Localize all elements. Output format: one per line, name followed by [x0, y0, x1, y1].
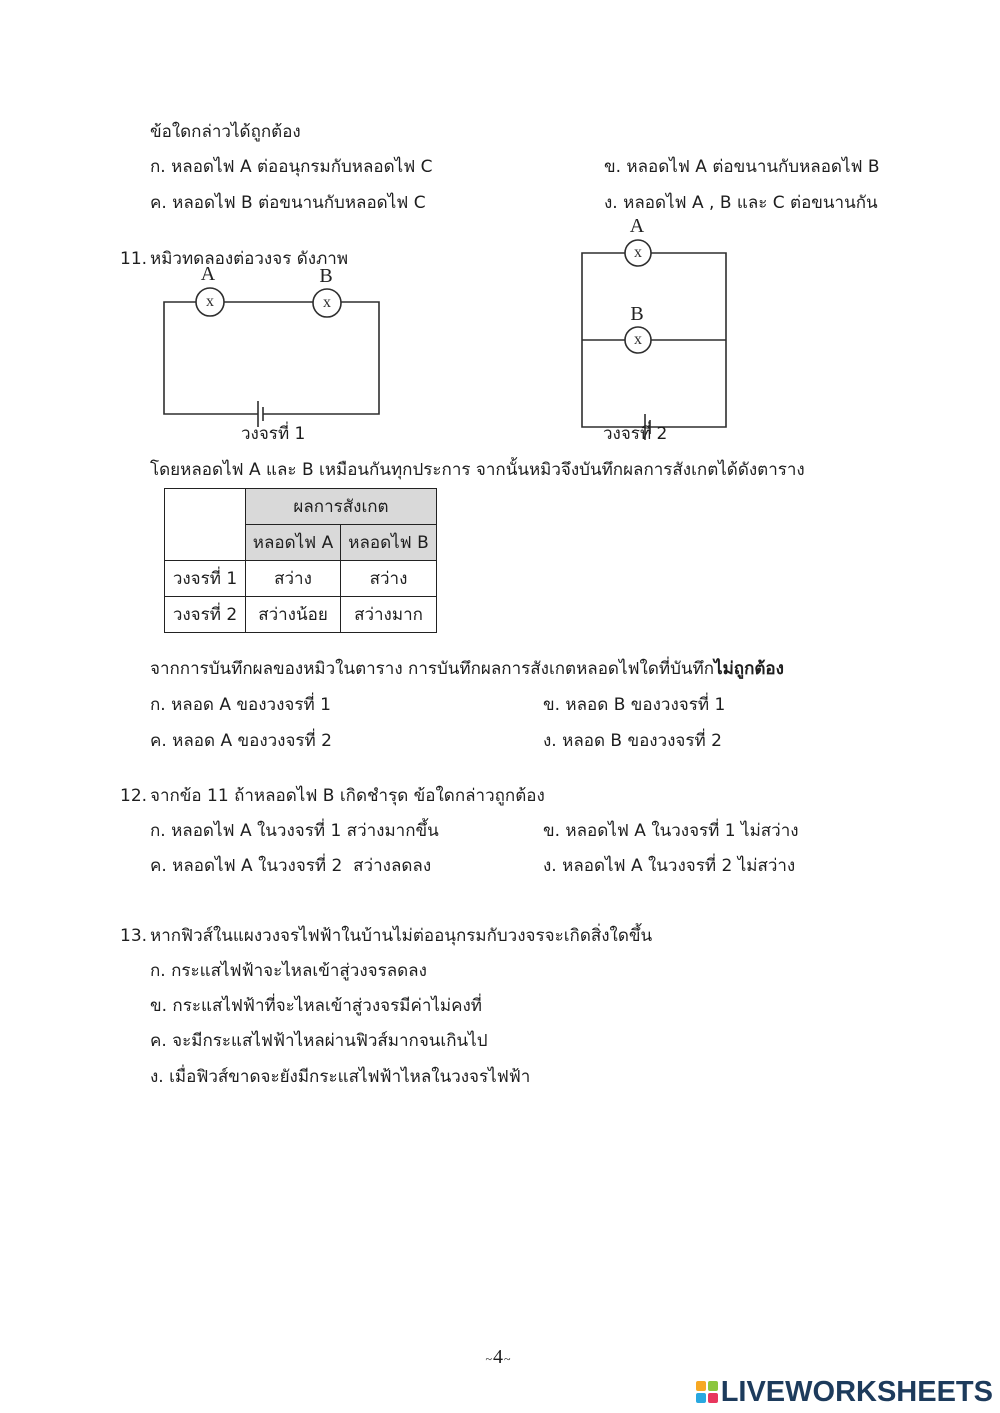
q13-option-d: ง. เมื่อฟิวส์ขาดจะยังมีกระแสไฟฟ้าไหลในวง… [150, 1067, 531, 1087]
table-row: วงจรที่ 1 สว่าง สว่าง [164, 560, 438, 597]
q12-number: 12. [120, 786, 148, 806]
q10-option-c: ค. หลอดไฟ B ต่อขนานกับหลอดไฟ C [150, 193, 426, 213]
circuit-2-bulb-a: x [624, 239, 652, 267]
table-group-header: ผลการสังเกต [244, 488, 438, 525]
table-row: วงจรที่ 2 สว่างน้อย สว่างมาก [164, 596, 438, 633]
q11-option-b: ข. หลอด B ของวงจรที่ 1 [543, 695, 726, 715]
q11-prompt: หมิวทดลองต่อวงจร ดังภาพ [150, 249, 349, 269]
circuit-2-bulb-a-symbol: x [634, 244, 642, 261]
table-subheader-row: หลอดไฟ A หลอดไฟ B [165, 524, 438, 561]
q11-option-a: ก. หลอด A ของวงจรที่ 1 [150, 695, 331, 715]
q10-option-b: ข. หลอดไฟ A ต่อขนานกับหลอดไฟ B [604, 157, 880, 177]
table-cell: สว่าง [245, 560, 341, 597]
logo-tile-2 [707, 1381, 718, 1391]
q12-option-d: ง. หลอดไฟ A ในวงจรที่ 2 ไม่สว่าง [543, 856, 796, 876]
q13-prompt: หากฟิวส์ในแผงวงจรไฟฟ้าในบ้านไม่ต่ออนุกรม… [150, 926, 653, 946]
table-cell: สว่างน้อย [245, 596, 341, 633]
table-corner-cell [164, 488, 246, 561]
circuit-1-wiring [163, 301, 380, 415]
circuit-1-bulb-b: x [312, 288, 342, 318]
circuit-1-diagram: x x A B [163, 263, 380, 427]
circuit-1-bulb-b-symbol: x [323, 294, 331, 311]
q11-question-emphasis: ไม่ถูกต้อง [714, 659, 784, 679]
circuit-1-bulb-a-ring [195, 287, 225, 317]
logo-text: LIVEWORKSHEETS [720, 1376, 993, 1408]
circuit-2-label-a: A [630, 215, 645, 237]
table-header-bulb-a: หลอดไฟ A [245, 524, 341, 561]
q13-option-c: ค. จะมีกระแสไฟฟ้าไหลผ่านฟิวส์มากจนเกินไป [150, 1031, 488, 1051]
q13-option-b: ข. กระแสไฟฟ้าที่จะไหลเข้าสู่วงจรมีค่าไม่… [150, 996, 483, 1016]
q11-number: 11. [120, 249, 148, 269]
logo-tile-4 [707, 1393, 718, 1403]
table-header-bulb-b: หลอดไฟ B [339, 524, 438, 561]
liveworksheets-logo[interactable]: LIVEWORKSHEETS [695, 1377, 993, 1407]
table-cell: สว่าง [339, 560, 438, 597]
page-number: ~4~ [470, 1343, 526, 1373]
q12-heading: 12.จากข้อ 11 ถ้าหลอดไฟ B เกิดชำรุด ข้อใด… [120, 784, 545, 808]
q11-question: จากการบันทึกผลของหมิวในตาราง การบันทึกผล… [150, 657, 784, 681]
q11-option-c: ค. หลอด A ของวงจรที่ 2 [150, 731, 332, 751]
page-marker-right: ~ [504, 1352, 511, 1366]
q13-number: 13. [120, 926, 148, 946]
table-row-label: วงจรที่ 2 [164, 596, 246, 633]
page-number-value: 4 [493, 1346, 503, 1368]
q11-note: โดยหลอดไฟ A และ B เหมือนกันทุกประการ จาก… [150, 460, 805, 480]
circuit-1-bulb-a-symbol: x [206, 293, 214, 310]
liveworksheets-logo-icon [695, 1381, 718, 1403]
q12-option-b: ข. หลอดไฟ A ในวงจรที่ 1 ไม่สว่าง [543, 821, 799, 841]
circuit-2-bulb-b-ring [624, 326, 652, 354]
observation-table: ผลการสังเกต หลอดไฟ A หลอดไฟ B วงจรที่ 1 … [164, 488, 438, 633]
q10-prompt: ข้อใดกล่าวได้ถูกต้อง [150, 122, 301, 142]
circuit-2-bulb-b-symbol: x [634, 331, 642, 348]
q10-option-d: ง. หลอดไฟ A , B และ C ต่อขนานกัน [604, 193, 878, 213]
q12-option-c: ค. หลอดไฟ A ในวงจรที่ 2 สว่างลดลง [150, 856, 432, 876]
circuit-2-bulb-a-ring [624, 239, 652, 267]
q12-prompt: จากข้อ 11 ถ้าหลอดไฟ B เกิดชำรุด ข้อใดกล่… [150, 786, 545, 806]
circuit-1-label-a: A [201, 263, 216, 285]
logo-tile-3 [695, 1393, 706, 1403]
q10-option-a: ก. หลอดไฟ A ต่ออนุกรมกับหลอดไฟ C [150, 157, 433, 177]
q11-option-d: ง. หลอด B ของวงจรที่ 2 [543, 731, 722, 751]
circuit-1-bulb-a: x [195, 287, 225, 317]
circuit-1-label-b: B [319, 265, 332, 287]
circuit-1-bulb-b-ring [312, 288, 342, 318]
circuit-2-bulb-b: x [624, 326, 652, 354]
table-row-label: วงจรที่ 1 [164, 560, 246, 597]
q13-heading: 13.หากฟิวส์ในแผงวงจรไฟฟ้าในบ้านไม่ต่ออนุ… [120, 924, 652, 948]
table-header-row: ผลการสังเกต [164, 488, 438, 561]
page-marker-left: ~ [485, 1352, 493, 1366]
circuit-1-caption: วงจรที่ 1 [241, 424, 306, 444]
q12-option-a: ก. หลอดไฟ A ในวงจรที่ 1 สว่างมากขึ้น [150, 821, 439, 841]
q13-option-a: ก. กระแสไฟฟ้าจะไหลเข้าสู่วงจรลดลง [150, 961, 427, 981]
circuit-2-caption: วงจรที่ 2 [603, 424, 668, 444]
circuit-2-diagram: x x A B [581, 215, 727, 440]
table-cell: สว่างมาก [339, 596, 438, 633]
circuit-2-label-b: B [630, 303, 643, 325]
q11-question-text: จากการบันทึกผลของหมิวในตาราง การบันทึกผล… [150, 659, 715, 679]
q11-heading: 11.หมิวทดลองต่อวงจร ดังภาพ [120, 247, 348, 271]
circuit-2-wiring [581, 252, 727, 428]
logo-tile-1 [695, 1381, 706, 1391]
